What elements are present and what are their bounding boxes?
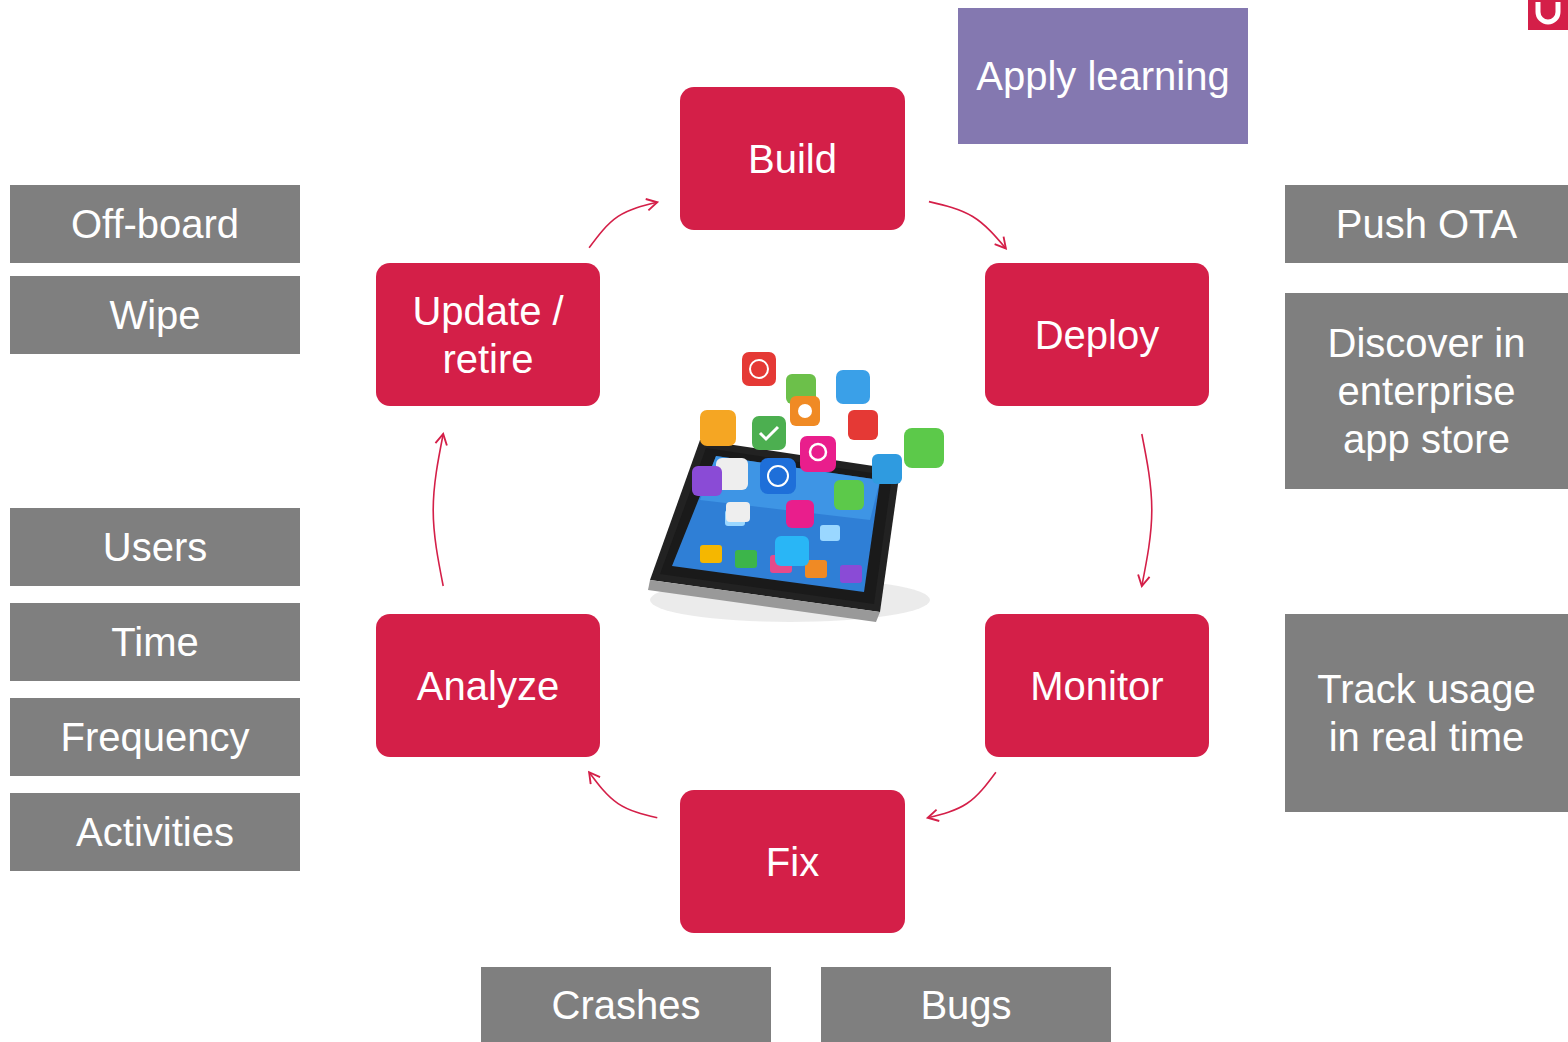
process-box: Analyze [376, 614, 600, 757]
note-box: Users [10, 508, 300, 586]
box-label: Activities [76, 808, 234, 856]
note-box: Track usage in real time [1285, 614, 1568, 812]
process-box: Update / retire [376, 263, 600, 406]
box-label: Analyze [417, 662, 559, 710]
process-box: Monitor [985, 614, 1209, 757]
phone-illustration [648, 352, 944, 622]
box-label: Frequency [61, 713, 250, 761]
cycle-arrow [589, 202, 657, 248]
cycle-arrow [589, 772, 657, 818]
note-box: Frequency [10, 698, 300, 776]
box-label: Monitor [1030, 662, 1163, 710]
note-box: Off-board [10, 185, 300, 263]
process-box: Fix [680, 790, 905, 933]
box-label: Time [111, 618, 198, 666]
process-box: Deploy [985, 263, 1209, 406]
note-box: Activities [10, 793, 300, 871]
note-box: Wipe [10, 276, 300, 354]
note-box: Time [10, 603, 300, 681]
box-label: Wipe [109, 291, 200, 339]
box-label: Update / retire [390, 287, 586, 383]
cycle-arrow [928, 772, 996, 818]
box-label: Build [748, 135, 837, 183]
box-label: Crashes [552, 981, 701, 1029]
note-box: Crashes [481, 967, 771, 1042]
box-label: Fix [766, 838, 819, 886]
corner-logo [1528, 0, 1568, 30]
note-box: Apply learning [958, 8, 1248, 144]
process-box: Build [680, 87, 905, 230]
box-label: Off-board [71, 200, 239, 248]
box-label: Users [103, 523, 207, 571]
box-label: Track usage in real time [1299, 665, 1554, 761]
note-box: Bugs [821, 967, 1111, 1042]
box-label: Bugs [920, 981, 1011, 1029]
cycle-arrow [929, 202, 1006, 249]
note-box: Push OTA [1285, 185, 1568, 263]
box-label: Deploy [1035, 311, 1160, 359]
cycle-arrow [1142, 434, 1152, 586]
box-label: Apply learning [976, 52, 1230, 100]
cycle-arrow [433, 434, 443, 586]
box-label: Push OTA [1336, 200, 1518, 248]
box-label: Discover in enterprise app store [1299, 319, 1554, 463]
note-box: Discover in enterprise app store [1285, 293, 1568, 489]
